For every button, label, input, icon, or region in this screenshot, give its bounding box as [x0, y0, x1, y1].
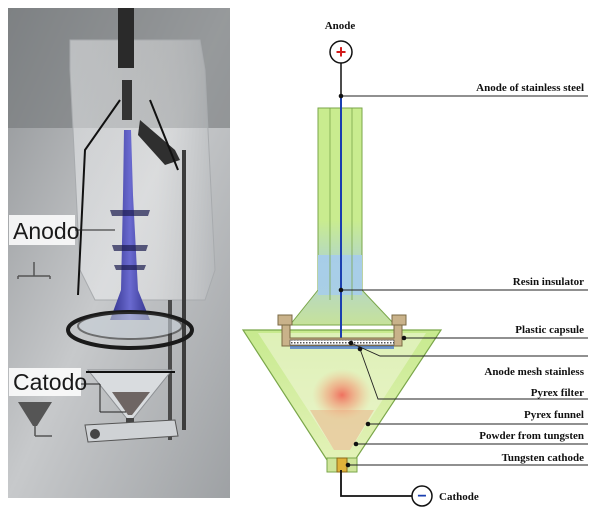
leader-filter — [359, 348, 588, 400]
wire-right — [149, 99, 179, 171]
tungsten-powder — [112, 392, 150, 415]
label-anode-mesh: Anode mesh stainless — [484, 366, 584, 378]
tungsten-powder-region — [310, 410, 374, 450]
label-anode-stainless-steel: Anode of stainless steel — [476, 82, 584, 94]
clamp-arm — [138, 120, 180, 165]
catodo-symbol-icon — [18, 402, 52, 437]
pyrex-filter — [290, 346, 394, 349]
label-pyrex-funnel: Pyrex funnel — [524, 409, 584, 421]
anode-title: Anode — [325, 20, 356, 32]
catodo-label-box — [9, 368, 81, 396]
cathode-terminal-icon — [411, 485, 433, 507]
stand-rod-right — [182, 150, 186, 430]
label-resin-insulator: Resin insulator — [513, 276, 584, 288]
coil-2 — [112, 245, 148, 251]
anode-plus-sign: + — [336, 42, 347, 62]
cell-diagram: Anode + − Cathode — [241, 20, 588, 507]
wire-left — [77, 99, 121, 296]
label-plastic-capsule: Plastic capsule — [515, 324, 584, 336]
discharge-glow — [312, 369, 372, 421]
anodo-symbol-icon — [17, 262, 51, 279]
clamp-neck — [122, 80, 132, 120]
glass-beaker — [69, 39, 216, 301]
anode-mesh — [289, 339, 395, 346]
blue-anode-column — [110, 130, 150, 320]
bottom-knob — [90, 429, 100, 439]
tungsten-cathode-plug — [336, 457, 348, 473]
label-pyrex-filter: Pyrex filter — [531, 387, 584, 399]
callout-leaders — [341, 95, 588, 466]
anodo-label: Anodo — [13, 218, 80, 244]
bottom-clamp — [84, 419, 179, 443]
anodo-label-box — [9, 215, 75, 245]
cathode-minus-sign: − — [417, 488, 426, 505]
apparatus-photo: Anodo Catodo — [8, 8, 230, 498]
cathode-title: Cathode — [439, 491, 479, 503]
coil-1 — [110, 210, 150, 216]
label-tungsten-cathode: Tungsten cathode — [502, 452, 585, 464]
coil-3 — [114, 265, 146, 270]
clamp-top — [118, 8, 134, 68]
funnel-ring-inner — [77, 312, 183, 340]
callout-dots — [338, 93, 407, 468]
cathode-lead-wire — [340, 470, 420, 497]
catodo-label: Catodo — [13, 369, 87, 395]
label-tungsten-powder: Powder from tungsten — [479, 430, 584, 442]
